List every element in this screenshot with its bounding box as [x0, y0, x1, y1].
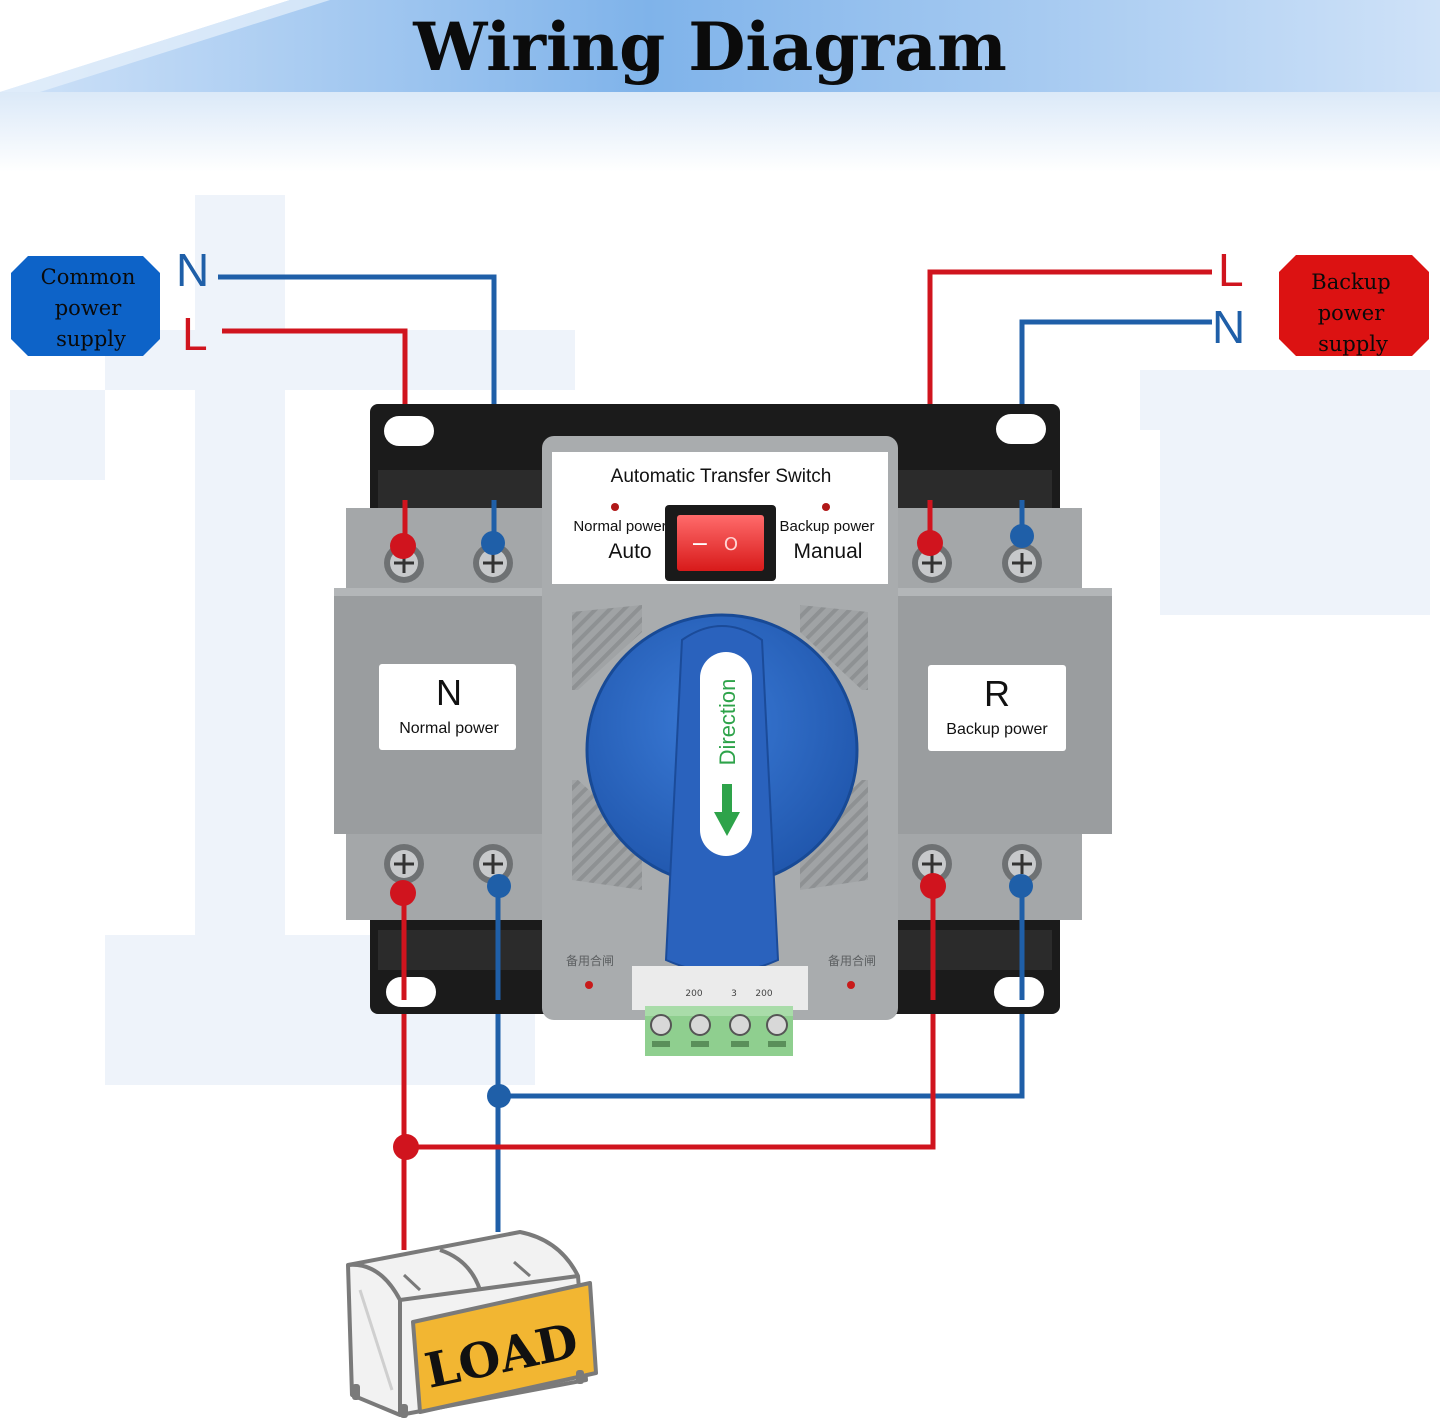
- rocker-off-symbol: −: [691, 532, 709, 557]
- common-label-line2: power: [55, 296, 122, 320]
- backup-neutral-label: N: [1212, 301, 1245, 353]
- handle-direction-label: Direction: [715, 679, 740, 766]
- right-mode-label: Manual: [794, 540, 863, 563]
- screw-bottom-3: [912, 844, 952, 884]
- status-label-right: 备用合闸: [828, 953, 876, 968]
- right-pole-letter: R: [984, 673, 1010, 714]
- backup-label-line2: power: [1318, 301, 1385, 325]
- center-control-module: Automatic Transfer Switch Normal power A…: [542, 436, 898, 1056]
- rotary-direction-handle[interactable]: Direction: [585, 613, 859, 974]
- dot-live-junction: [393, 1134, 419, 1160]
- left-pole-label: Normal power: [399, 720, 499, 737]
- transfer-switch-device: N Normal power R Backup power Automatic …: [334, 404, 1112, 1056]
- dot-out-neutral-left: [487, 874, 511, 898]
- screw-bottom-2: [473, 844, 513, 884]
- dot-neutral-junction: [487, 1084, 511, 1108]
- status-label-left: 备用合闸: [566, 953, 614, 968]
- auto-manual-rocker-switch[interactable]: − O: [665, 505, 776, 581]
- vent-top-right: [800, 605, 868, 690]
- common-neutral-label: N: [176, 244, 209, 296]
- screw-top-2: [473, 543, 513, 583]
- terminal-label-1: 200: [685, 989, 702, 999]
- direction-arrow-icon: [714, 812, 740, 836]
- page-title: Wiring Diagram: [412, 8, 1007, 86]
- left-indicator-label: Normal power: [573, 518, 666, 535]
- left-mode-label: Auto: [608, 540, 651, 563]
- backup-live-label: L: [1218, 244, 1244, 296]
- vent-top-left: [572, 605, 642, 690]
- header-banner: Wiring Diagram: [0, 0, 1440, 172]
- normal-power-led: [611, 503, 619, 511]
- dot-common-neutral: [481, 531, 505, 555]
- status-led-right: [847, 981, 855, 989]
- common-label-line1: Common: [41, 265, 136, 289]
- screw-top-4: [1002, 543, 1042, 583]
- right-indicator-label: Backup power: [779, 518, 874, 535]
- left-pole-label-plate: [379, 664, 516, 750]
- backup-power-supply-badge: Backup power supply: [1279, 255, 1429, 356]
- screw-bottom-4: [1002, 844, 1042, 884]
- screw-bottom-1: [384, 844, 424, 884]
- screw-terminals: [384, 543, 1042, 884]
- dot-backup-neutral: [1010, 524, 1034, 548]
- backup-label-line3: supply: [1318, 332, 1388, 356]
- rocker-on-symbol: O: [724, 534, 738, 555]
- right-pole-label-plate: [928, 665, 1066, 751]
- dot-common-live: [390, 533, 416, 559]
- left-pole-module: N Normal power: [334, 508, 542, 920]
- signal-terminal-block: 200 3 200: [632, 966, 808, 1056]
- dot-out-live-right: [920, 873, 946, 899]
- common-label-line3: supply: [56, 327, 126, 351]
- mount-hole-tr: [996, 414, 1046, 444]
- handle-label-plate: [700, 652, 752, 856]
- dot-out-neutral-right: [1009, 874, 1033, 898]
- vent-bottom-right: [800, 780, 868, 890]
- status-led-left: [585, 981, 593, 989]
- dot-out-live-left: [390, 880, 416, 906]
- mount-hole-br: [994, 977, 1044, 1007]
- backup-power-led: [822, 503, 830, 511]
- right-pole-label: Backup power: [946, 721, 1048, 738]
- terminal-label-3: 200: [755, 989, 772, 999]
- switch-title: Automatic Transfer Switch: [611, 466, 832, 487]
- mount-hole-bl: [386, 977, 436, 1007]
- vent-bottom-left: [572, 780, 642, 890]
- load-icon: LOAD: [346, 1230, 598, 1418]
- left-pole-letter: N: [436, 672, 462, 713]
- dot-backup-live: [917, 530, 943, 556]
- backup-label-line1: Backup: [1311, 270, 1390, 294]
- connection-dots: [390, 524, 1034, 1160]
- common-live-label: L: [182, 308, 208, 360]
- mount-hole-tl: [384, 416, 434, 446]
- common-power-supply-badge: Common power supply: [11, 256, 160, 356]
- terminal-label-2: 3: [731, 989, 737, 999]
